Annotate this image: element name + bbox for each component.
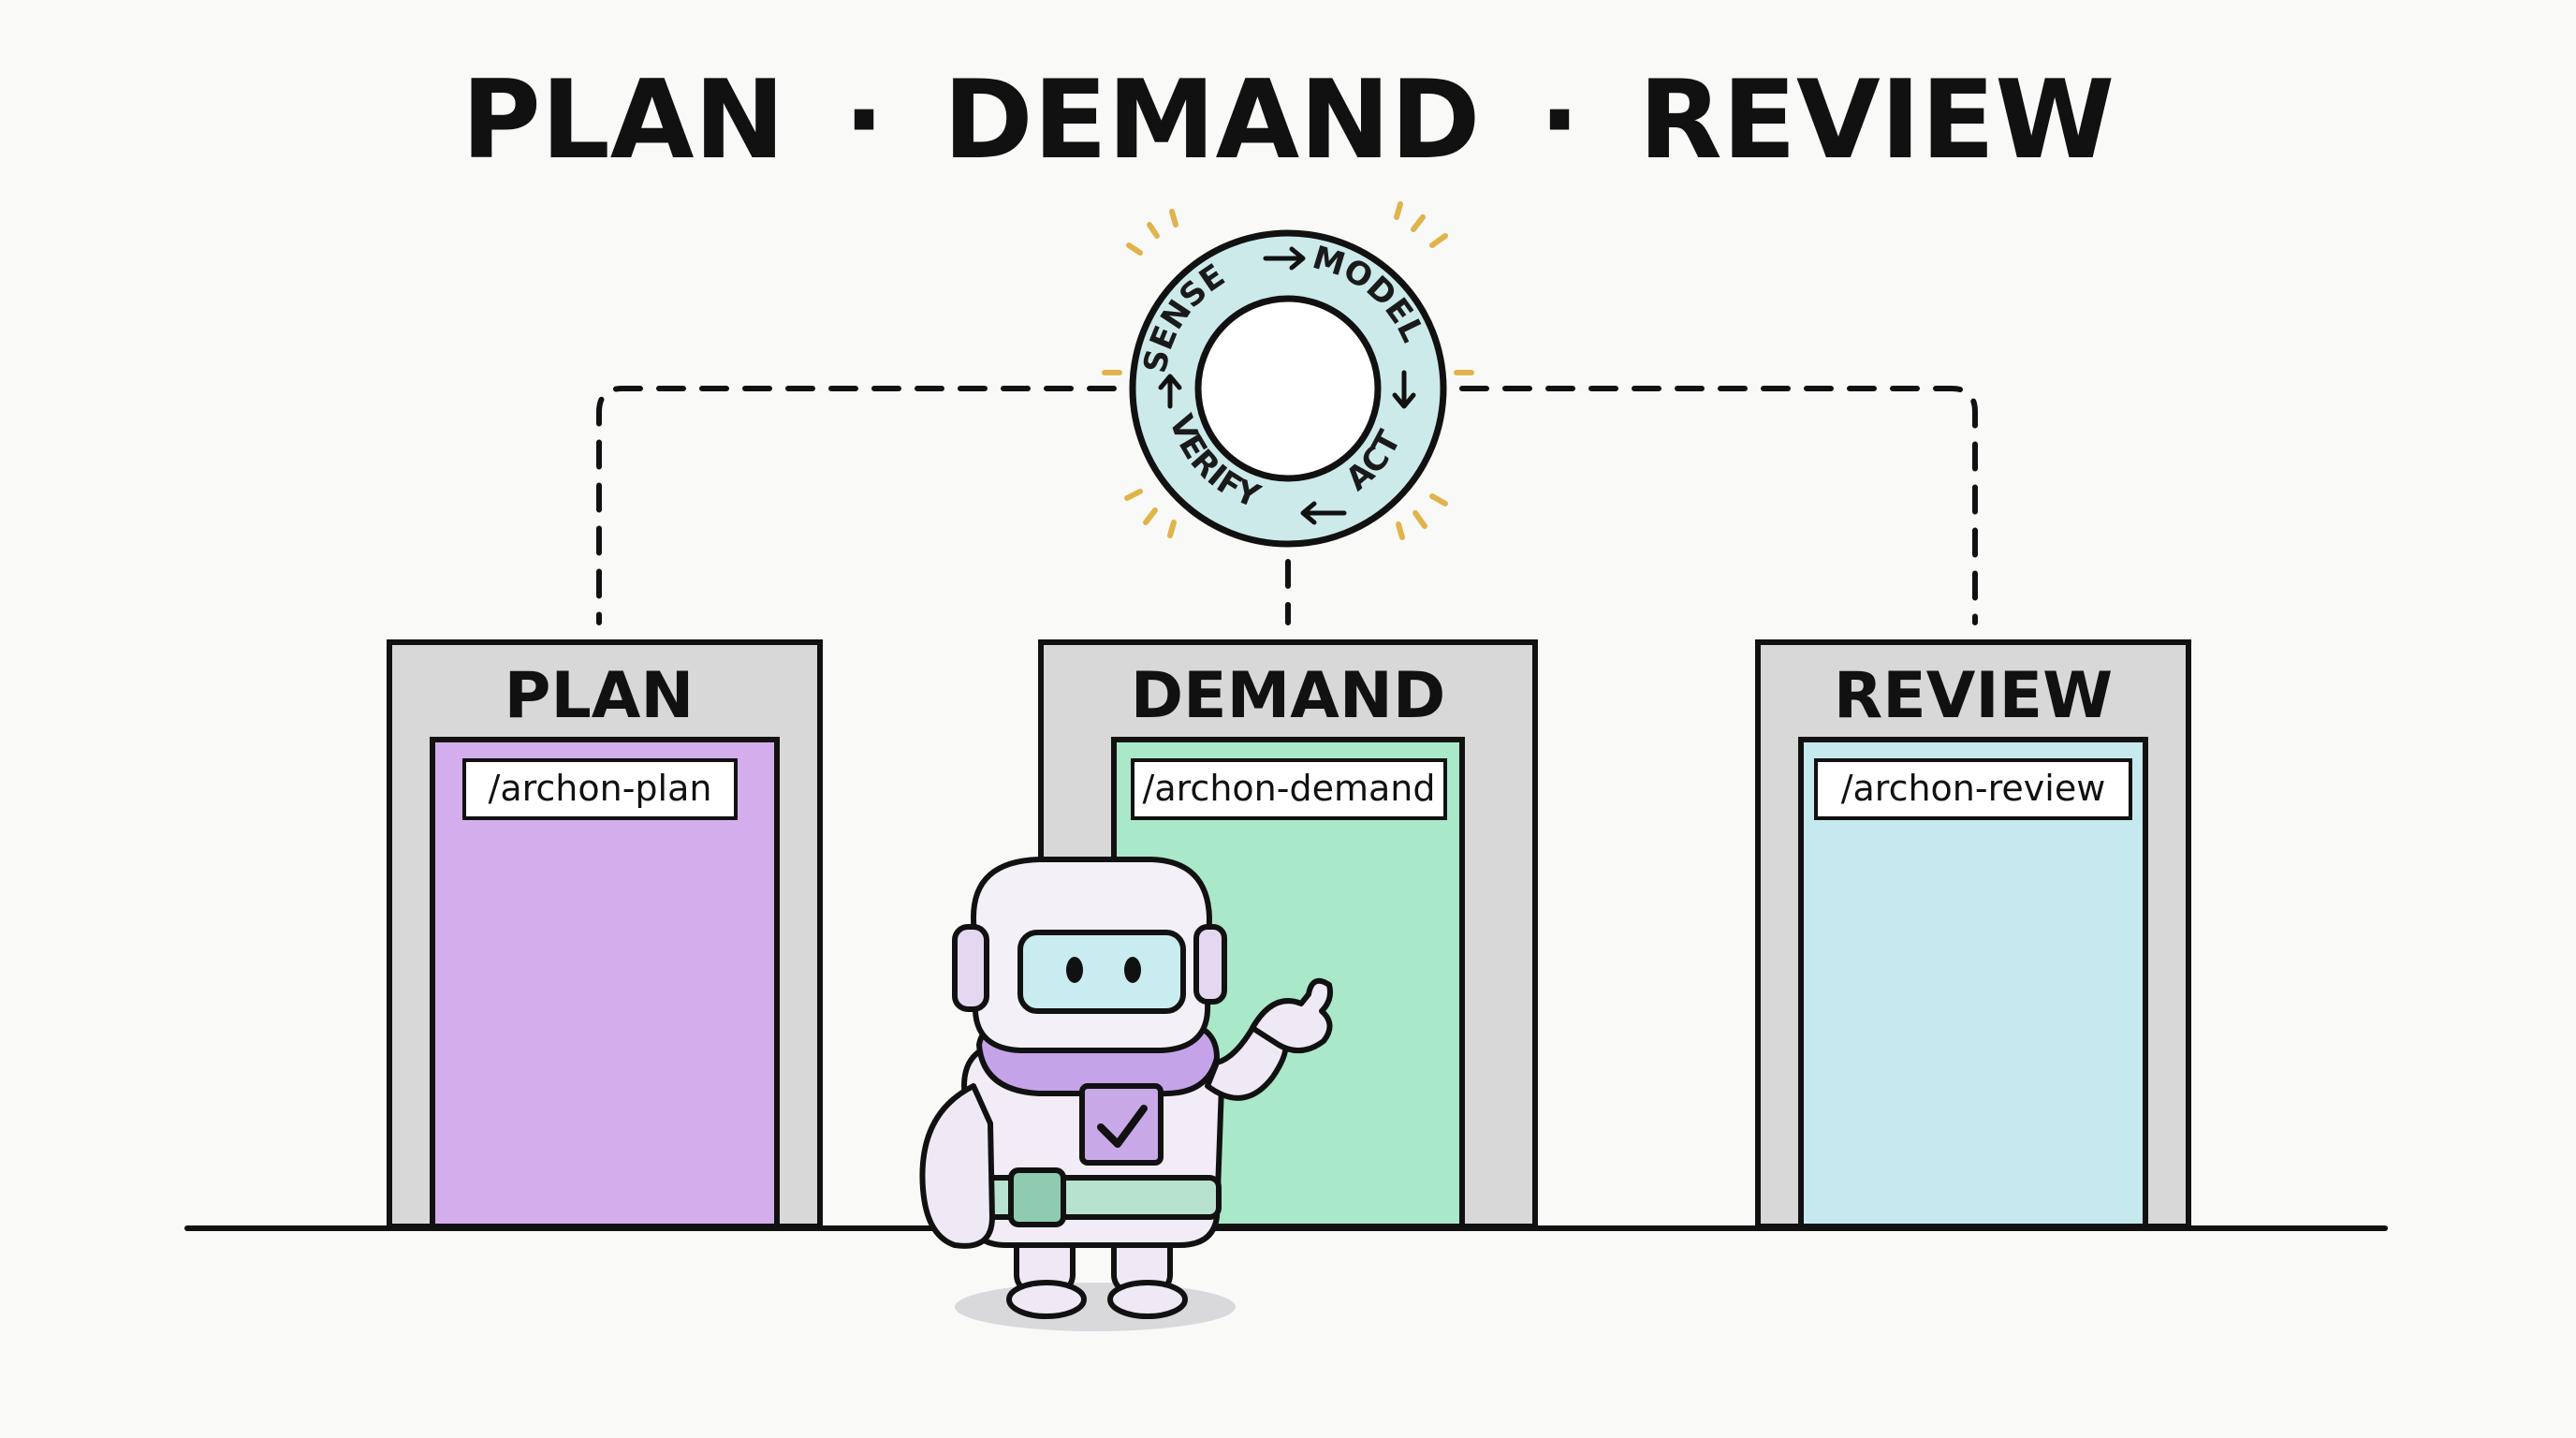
title-demand: DEMAND <box>943 57 1480 183</box>
robot-ear-right <box>1193 924 1227 1005</box>
door-review-command-tag <box>1814 758 2132 820</box>
door-review-label: REVIEW <box>1834 659 2113 733</box>
robot-right-foot <box>1107 1280 1188 1319</box>
cycle-arrows <box>1158 246 1416 525</box>
door-demand-command-tag <box>1131 758 1447 820</box>
robot-shadow <box>955 1283 1236 1331</box>
robot-left-eye <box>1066 957 1083 983</box>
robot-left-arm <box>919 1083 995 1249</box>
robot-belt-pouch <box>1008 1167 1066 1227</box>
cycle-ring: SENSE MODEL ACT VERIFY <box>1129 229 1447 548</box>
connector-to-plan <box>596 386 1117 625</box>
arrow-verify-to-sense-icon <box>1158 374 1182 409</box>
robot-right-arm <box>1205 1022 1289 1101</box>
arrow-sense-to-model-icon <box>1263 246 1306 271</box>
arrow-act-to-verify-icon <box>1300 501 1347 525</box>
svg-text:PLAN · DEMAND: PLAN · DEMAND · REVIEW <box>461 57 2115 183</box>
connector-to-review <box>1459 386 1978 625</box>
robot-mascot <box>919 857 1333 1331</box>
door-demand-label: DEMAND <box>1131 659 1446 733</box>
door-review-panel <box>1798 737 2148 1229</box>
robot-pointing-hand <box>1250 977 1333 1053</box>
dashed-connectors <box>596 386 1978 625</box>
door-review[interactable]: REVIEW /archon-review <box>1755 639 2191 1229</box>
cycle-ring-inner <box>1194 295 1382 482</box>
door-plan-label: PLAN <box>505 659 695 733</box>
door-plan-command: /archon-plan <box>489 768 712 809</box>
sparkle-marks <box>1102 201 1474 540</box>
title-plan: PLAN <box>461 57 785 183</box>
page-title: PLAN · DEMAND · REVIEW <box>461 57 2115 183</box>
arrow-model-to-act-icon <box>1392 370 1416 409</box>
check-icon <box>1097 1105 1148 1148</box>
door-review-command: /archon-review <box>1841 768 2106 809</box>
title-separator-2: · <box>1539 57 1580 183</box>
door-demand-command: /archon-demand <box>1143 768 1436 809</box>
title-review: REVIEW <box>1638 57 2115 183</box>
door-plan-panel <box>430 737 780 1229</box>
door-plan-command-tag <box>462 758 738 820</box>
robot-left-foot <box>1006 1280 1087 1319</box>
robot-right-eye <box>1124 957 1141 983</box>
robot-chest-badge <box>1079 1083 1164 1166</box>
title-separator-1: · <box>843 57 885 183</box>
robot-visor <box>1017 930 1186 1014</box>
robot-ear-left <box>952 924 989 1012</box>
door-plan[interactable]: PLAN /archon-plan <box>387 639 823 1229</box>
